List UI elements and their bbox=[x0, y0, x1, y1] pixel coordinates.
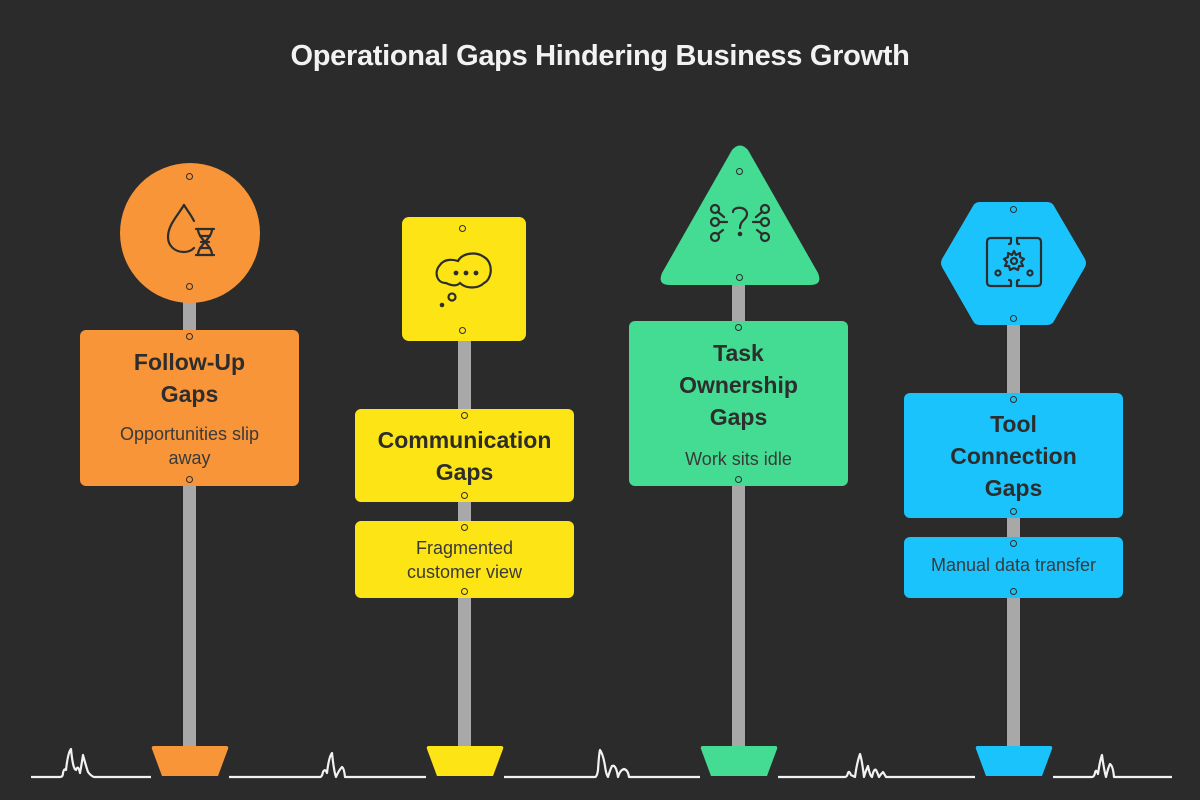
rivet bbox=[461, 412, 468, 419]
rivet bbox=[461, 492, 468, 499]
heading-board: Task Ownership Gaps Work sits idle bbox=[629, 321, 848, 486]
rivet bbox=[1010, 508, 1017, 515]
description-board: Fragmented customer view bbox=[355, 521, 574, 598]
ground-line bbox=[0, 740, 1200, 785]
rivet bbox=[459, 327, 466, 334]
rivet bbox=[1010, 540, 1017, 547]
post-base bbox=[151, 746, 229, 777]
sign-heading: Communication Gaps bbox=[377, 426, 552, 485]
heading-board: Communication Gaps bbox=[355, 409, 574, 502]
rivet bbox=[461, 588, 468, 595]
rivet bbox=[186, 333, 193, 340]
hexagon-sign bbox=[940, 200, 1087, 327]
sign-heading: Follow-Up Gaps bbox=[133, 349, 246, 407]
sign-heading: Tool Connection Gaps bbox=[950, 410, 1077, 501]
sign-description: Opportunities slip away bbox=[119, 424, 260, 468]
sign-description: Manual data transfer bbox=[930, 554, 1097, 575]
circle-sign bbox=[120, 163, 260, 303]
sign-heading: Task Ownership Gaps bbox=[679, 339, 798, 430]
post-base bbox=[975, 746, 1053, 777]
rivet bbox=[735, 324, 742, 331]
thought-bubble-icon bbox=[430, 249, 500, 311]
rivet bbox=[1010, 396, 1017, 403]
description-board: Manual data transfer bbox=[904, 537, 1123, 598]
diagram-title: Operational Gaps Hindering Business Grow… bbox=[290, 40, 910, 72]
heading-board: Follow-Up Gaps Opportunities slip away bbox=[80, 330, 299, 486]
rivet bbox=[1010, 206, 1017, 213]
rivet bbox=[736, 168, 743, 175]
sign-post bbox=[1007, 320, 1020, 746]
gear-connector-icon bbox=[983, 236, 1045, 292]
rivet bbox=[1010, 315, 1017, 322]
rivet bbox=[736, 274, 743, 281]
rivet bbox=[461, 524, 468, 531]
heading-board: Tool Connection Gaps bbox=[904, 393, 1123, 518]
rivet bbox=[186, 476, 193, 483]
question-network-icon bbox=[707, 198, 773, 264]
post-base bbox=[700, 746, 778, 777]
rivet bbox=[735, 476, 742, 483]
rivet bbox=[186, 173, 193, 180]
rivet bbox=[186, 283, 193, 290]
triangle-sign bbox=[660, 145, 820, 288]
rivet bbox=[459, 225, 466, 232]
post-base bbox=[426, 746, 504, 777]
sign-description: Fragmented customer view bbox=[406, 537, 523, 582]
rivet bbox=[1010, 588, 1017, 595]
water-drop-dna-icon bbox=[158, 199, 224, 265]
square-sign bbox=[402, 217, 526, 341]
sign-description: Work sits idle bbox=[685, 448, 792, 469]
